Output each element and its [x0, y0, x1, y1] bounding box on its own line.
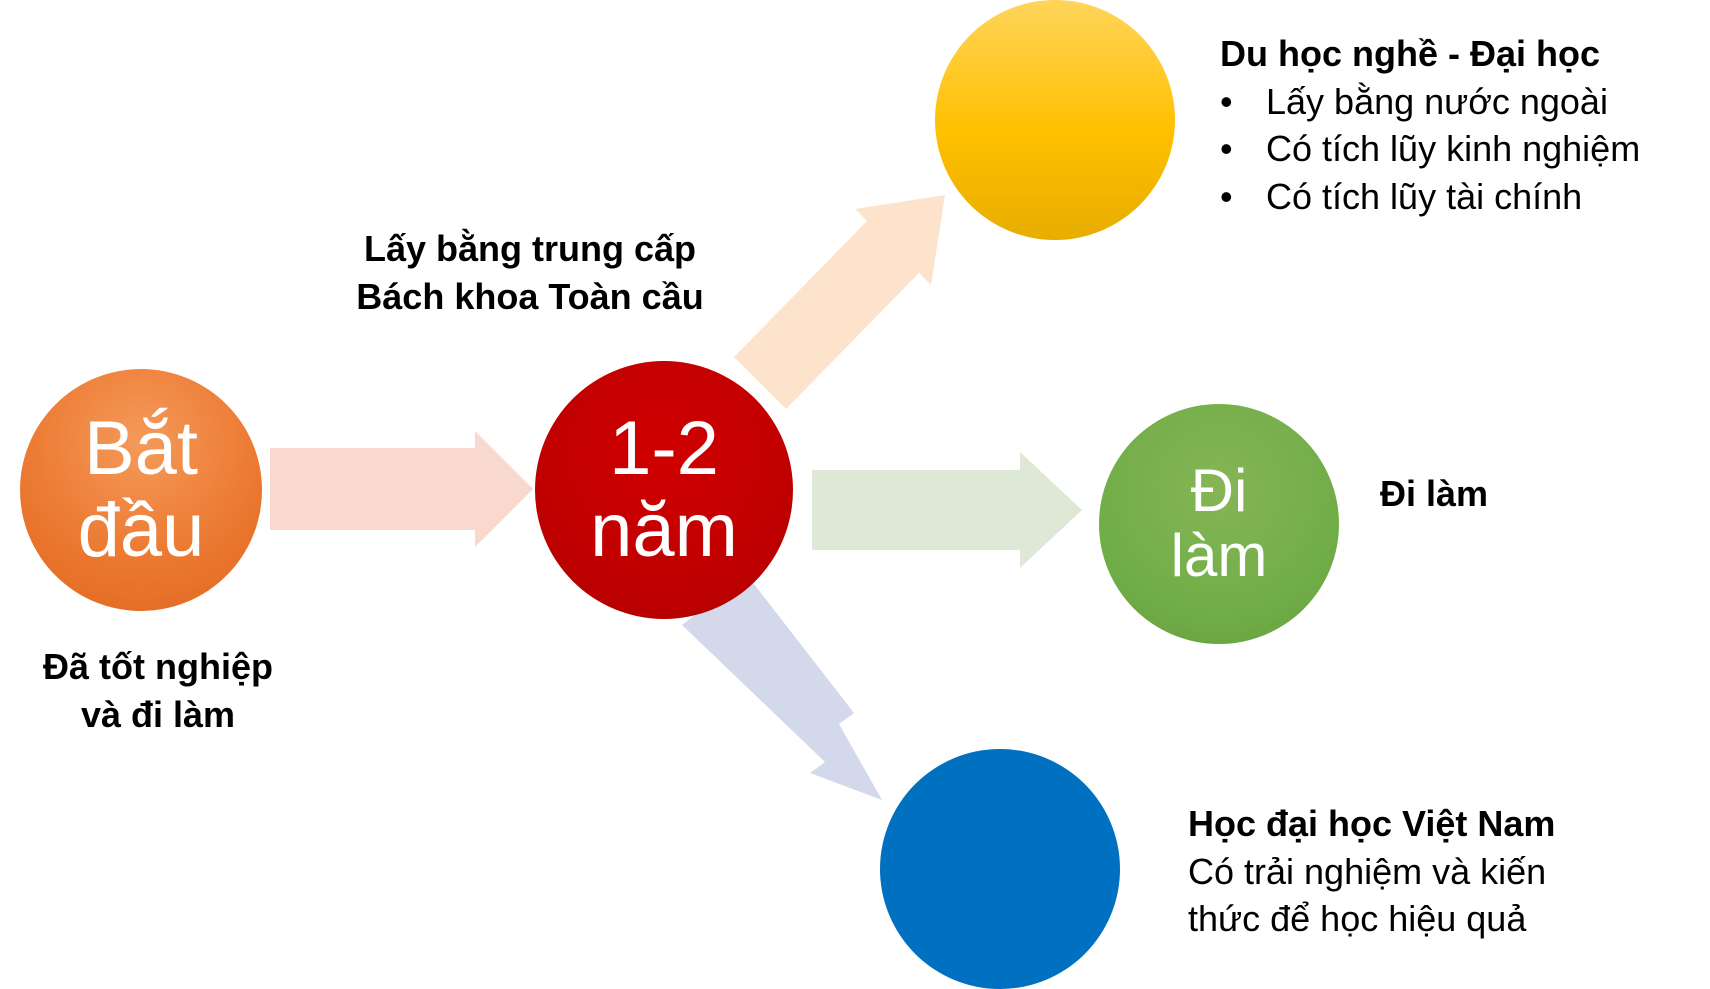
arrow-start-to-duration [270, 431, 533, 547]
abroad-benefit-text: Lấy bằng nước ngoài [1266, 80, 1608, 122]
bullet-icon: • [1220, 175, 1233, 217]
arrow-duration-to-abroad [734, 195, 945, 409]
work-node: Đi làm [1099, 404, 1339, 644]
abroad-benefit-item: • Có tích lũy tài chính [1220, 173, 1700, 221]
start-caption: Đã tốt nghiệp và đi làm [0, 643, 316, 738]
work-node-line-1: Đi [1190, 457, 1248, 525]
bullet-icon: • [1220, 80, 1233, 122]
work-node-line-2: làm [1170, 522, 1268, 589]
vietnam-university-caption-line-2: thức để học hiệu quả [1188, 898, 1527, 940]
duration-node: 1-2 năm [535, 361, 793, 619]
duration-node-line-2: năm [590, 488, 738, 573]
start-node-line-1: Bắt [83, 405, 199, 491]
start-node: Bắt đầu [20, 369, 262, 611]
abroad-benefit-item: • Có tích lũy kinh nghiệm [1220, 125, 1700, 173]
middle-caption-line-1: Lấy bằng trung cấp [363, 228, 697, 269]
middle-caption: Lấy bằng trung cấp Bách khoa Toàn cầu [320, 225, 740, 320]
abroad-benefits-list: • Lấy bằng nước ngoài • Có tích lũy kinh… [1220, 78, 1700, 221]
start-caption-line-1: Đã tốt nghiệp [43, 646, 273, 687]
vietnam-university-caption: Học đại học Việt Nam Có trải nghiệm và k… [1188, 800, 1688, 943]
arrow-duration-to-vn-uni [682, 575, 882, 800]
start-caption-line-2: và đi làm [80, 693, 236, 735]
abroad-benefit-item: • Lấy bằng nước ngoài [1220, 78, 1700, 126]
vietnam-university-caption-title: Học đại học Việt Nam [1188, 803, 1556, 844]
arrow-duration-to-work [812, 452, 1082, 568]
abroad-caption: Du học nghề - Đại học • Lấy bằng nước ng… [1220, 30, 1700, 220]
vietnam-university-caption-line-1: Có trải nghiệm và kiến [1188, 850, 1547, 892]
bullet-icon: • [1220, 128, 1233, 170]
start-node-line-2: đầu [77, 488, 205, 573]
duration-node-line-1: 1-2 [609, 405, 719, 491]
middle-caption-line-2: Bách khoa Toàn cầu [356, 275, 704, 317]
vietnam-university-node [880, 749, 1120, 989]
abroad-benefit-text: Có tích lũy tài chính [1266, 175, 1583, 217]
abroad-caption-title: Du học nghề - Đại học [1220, 33, 1601, 74]
abroad-benefit-text: Có tích lũy kinh nghiệm [1266, 128, 1641, 170]
abroad-study-node [935, 0, 1175, 240]
work-caption: Đi làm [1380, 473, 1489, 514]
